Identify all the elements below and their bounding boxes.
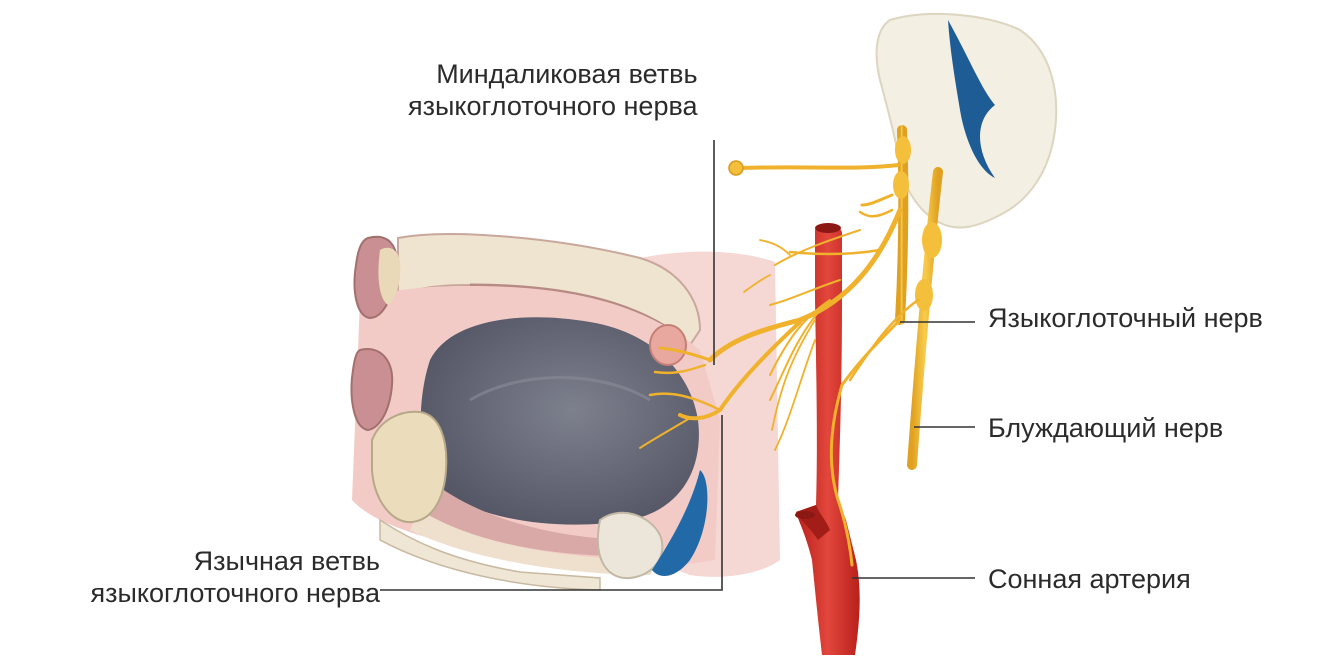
label-vagus-nerve: Блуждающий нерв [988, 412, 1223, 444]
label-carotid-artery: Сонная артерия [988, 563, 1191, 595]
vagus-nerve-trunk [912, 172, 942, 465]
label-lingual-branch-line2: языкоглоточного нерва [20, 577, 380, 609]
label-tonsil-branch: Миндаликовая ветвь языкоглоточного нерва [408, 58, 698, 122]
label-lingual-branch-line1: Язычная ветвь [20, 545, 380, 577]
label-tonsil-branch-line1: Миндаликовая ветвь [408, 58, 698, 90]
label-tonsil-branch-line2: языкоглоточного нерва [408, 90, 698, 122]
label-glossopharyngeal-nerve: Языкоглоточный нерв [988, 302, 1263, 334]
oral-cavity-section [352, 234, 720, 590]
label-lingual-branch: Язычная ветвь языкоглоточного нерва [20, 545, 380, 609]
